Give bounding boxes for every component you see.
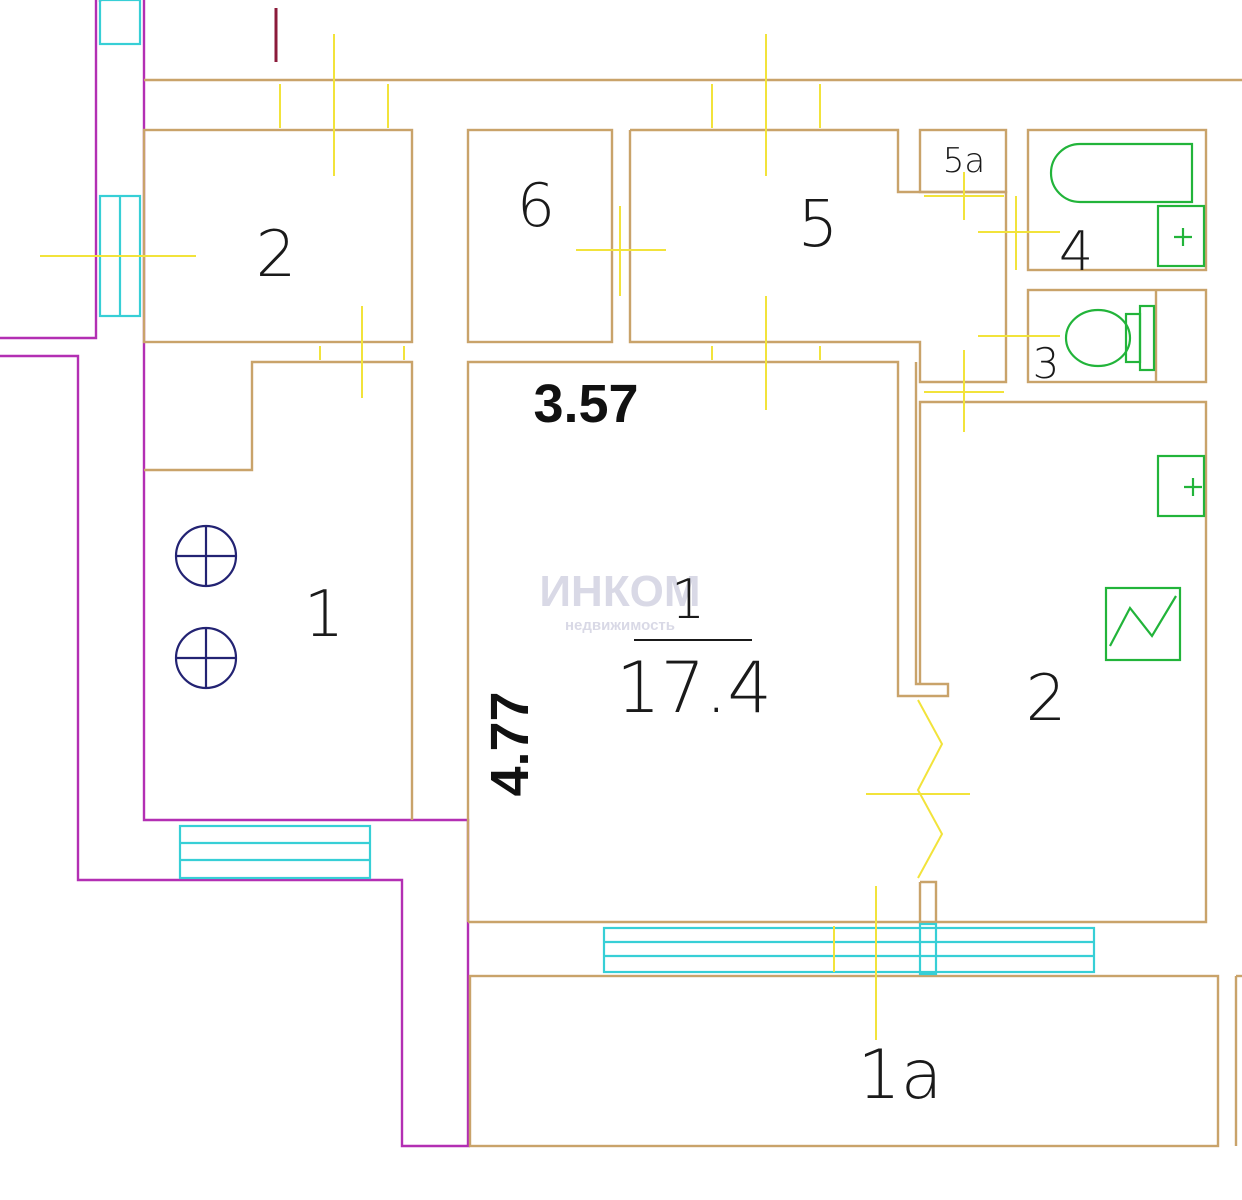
bathtub-icon <box>1049 142 1194 204</box>
room-1-main-label: 1 <box>671 568 705 631</box>
length-dimension: 4.77 <box>480 691 540 796</box>
exterior-walls <box>0 0 470 1148</box>
room-2-top-label: 2 <box>256 218 297 292</box>
room-1-left-label: 1 <box>304 578 345 652</box>
room-labels: 2 6 5 5a 4 3 1 1 17.4 2 1a <box>256 141 1094 1115</box>
room-2-right-label: 2 <box>1026 662 1067 736</box>
width-dimension: 3.57 <box>533 374 638 434</box>
watermark: ИНКОМ недвижимость <box>539 567 700 634</box>
watermark-brand: ИНКОМ <box>539 567 700 616</box>
socket-icon <box>1156 454 1206 518</box>
room-5-label: 5 <box>798 188 839 262</box>
watermark-sub: недвижимость <box>565 617 675 634</box>
room-1-area-label: 17.4 <box>616 647 772 729</box>
toilet-icon <box>1064 304 1156 372</box>
interior-walls <box>142 78 1242 1148</box>
room-4-label: 4 <box>1059 220 1093 283</box>
room-3-label: 3 <box>1033 339 1060 388</box>
room-1a-label: 1a <box>858 1036 943 1115</box>
sink-icon <box>1156 204 1206 268</box>
stove-icon <box>174 524 238 690</box>
windows <box>98 0 1096 976</box>
radiator-icon <box>1104 586 1182 662</box>
room-5a-label: 5a <box>943 141 985 181</box>
fixtures <box>1049 142 1206 662</box>
axis-marks <box>40 34 1060 1040</box>
room-6-label: 6 <box>517 171 555 241</box>
